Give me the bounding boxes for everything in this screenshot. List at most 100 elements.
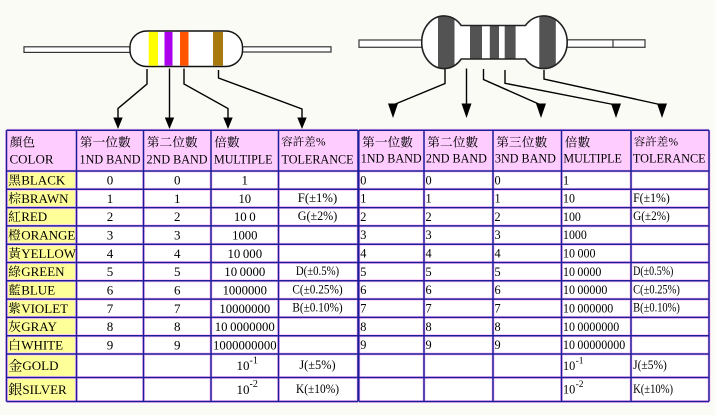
svg-text:9: 9: [174, 337, 181, 352]
svg-text:10 0000000: 10 0000000: [215, 319, 275, 334]
svg-text:6: 6: [360, 283, 366, 297]
svg-text:7: 7: [174, 301, 181, 316]
svg-text:%: %: [316, 137, 326, 149]
svg-text:-2: -2: [576, 380, 584, 390]
svg-text:1: 1: [242, 173, 249, 188]
svg-text:RED: RED: [21, 209, 47, 224]
svg-text:TOLERANCE: TOLERANCE: [282, 152, 354, 167]
svg-text:1000: 1000: [232, 228, 257, 243]
svg-text:7: 7: [360, 301, 366, 315]
svg-text:F(±1%): F(±1%): [633, 191, 670, 205]
svg-text:YELLOW: YELLOW: [21, 246, 77, 261]
svg-text:10 000000: 10 000000: [563, 301, 613, 315]
svg-text:9: 9: [495, 338, 501, 352]
svg-text:10: 10: [563, 192, 575, 206]
svg-text:1000000000: 1000000000: [213, 337, 277, 352]
svg-text:%: %: [669, 137, 679, 149]
svg-text:4: 4: [360, 247, 366, 261]
svg-text:ORANGE: ORANGE: [21, 228, 75, 243]
svg-text:8: 8: [360, 320, 366, 334]
svg-text:10: 10: [238, 191, 251, 206]
svg-text:3: 3: [426, 228, 432, 242]
svg-text:8: 8: [495, 320, 501, 334]
svg-text:D(±0.5%): D(±0.5%): [296, 263, 339, 278]
svg-text:10 000: 10 000: [228, 246, 263, 261]
svg-text:COLOR: COLOR: [10, 152, 54, 167]
svg-text:5: 5: [495, 265, 501, 279]
svg-text:10 0: 10 0: [234, 209, 256, 224]
svg-text:1000000: 1000000: [223, 283, 267, 298]
svg-text:9: 9: [360, 338, 366, 352]
svg-text:10 0000: 10 0000: [563, 265, 601, 279]
svg-text:10 00000000: 10 00000000: [563, 338, 625, 352]
svg-text:8: 8: [174, 319, 181, 334]
svg-text:3ND BAND: 3ND BAND: [495, 151, 556, 166]
svg-text:1: 1: [426, 192, 432, 206]
svg-text:9: 9: [426, 338, 432, 352]
svg-text:4: 4: [174, 246, 181, 261]
svg-text:J(±5%): J(±5%): [633, 358, 667, 372]
svg-text:B(±0.10%): B(±0.10%): [292, 300, 342, 315]
svg-text:MULTIPLE: MULTIPLE: [563, 151, 622, 166]
svg-text:10: 10: [237, 358, 250, 373]
svg-text:5: 5: [107, 264, 114, 279]
svg-text:-2: -2: [250, 379, 258, 390]
svg-text:BLACK: BLACK: [21, 173, 66, 188]
svg-text:1: 1: [174, 191, 181, 206]
svg-text:2ND BAND: 2ND BAND: [426, 151, 487, 166]
svg-text:8: 8: [107, 319, 114, 334]
svg-text:2: 2: [107, 209, 114, 224]
svg-text:6: 6: [495, 283, 501, 297]
svg-text:2ND BAND: 2ND BAND: [147, 152, 208, 167]
svg-text:10: 10: [563, 359, 575, 373]
svg-text:-1: -1: [250, 355, 258, 366]
svg-text:1ND BAND: 1ND BAND: [361, 151, 422, 166]
svg-text:GRAY: GRAY: [21, 319, 57, 334]
svg-text:4: 4: [495, 247, 501, 261]
svg-text:5: 5: [360, 265, 366, 279]
svg-text:10: 10: [563, 383, 575, 397]
svg-text:TOLERANCE: TOLERANCE: [633, 151, 706, 166]
svg-text:6: 6: [107, 283, 114, 298]
svg-text:100: 100: [563, 210, 581, 224]
svg-text:10000000: 10000000: [219, 301, 270, 316]
svg-text:2: 2: [495, 210, 501, 224]
svg-text:K(±10%): K(±10%): [296, 381, 339, 396]
svg-text:WHITE: WHITE: [21, 337, 63, 352]
svg-text:3: 3: [107, 228, 114, 243]
svg-text:10 000: 10 000: [563, 247, 596, 261]
svg-text:2: 2: [360, 210, 366, 224]
svg-text:4: 4: [107, 246, 114, 261]
svg-text:J(±5%): J(±5%): [299, 357, 335, 372]
svg-text:1: 1: [107, 191, 114, 206]
svg-text:0: 0: [426, 173, 432, 187]
svg-text:2: 2: [174, 209, 181, 224]
svg-text:1: 1: [360, 192, 366, 206]
svg-text:3: 3: [360, 228, 366, 242]
svg-text:5: 5: [426, 265, 432, 279]
svg-text:BRAWN: BRAWN: [21, 191, 69, 206]
svg-text:4: 4: [426, 247, 432, 261]
svg-text:7: 7: [107, 301, 114, 316]
svg-text:2: 2: [426, 210, 432, 224]
svg-text:1ND BAND: 1ND BAND: [80, 152, 141, 167]
svg-text:0: 0: [360, 173, 366, 187]
svg-text:10: 10: [237, 382, 250, 397]
svg-text:1: 1: [563, 173, 569, 187]
svg-text:6: 6: [174, 283, 181, 298]
svg-text:GREEN: GREEN: [21, 264, 65, 279]
svg-text:F(±1%): F(±1%): [298, 190, 338, 205]
svg-text:G(±2%): G(±2%): [298, 208, 338, 223]
svg-text:0: 0: [107, 173, 114, 188]
svg-text:3: 3: [495, 228, 501, 242]
svg-text:C(±0.25%): C(±0.25%): [292, 281, 342, 296]
svg-text:3: 3: [174, 228, 181, 243]
svg-text:10 00000: 10 00000: [563, 283, 607, 297]
svg-text:7: 7: [426, 301, 432, 315]
svg-text:-1: -1: [576, 356, 584, 366]
svg-text:7: 7: [495, 301, 501, 315]
svg-text:1: 1: [495, 192, 501, 206]
svg-text:BLUE: BLUE: [21, 283, 55, 298]
svg-text:10 0000: 10 0000: [224, 264, 265, 279]
svg-text:GOLD: GOLD: [22, 358, 58, 373]
